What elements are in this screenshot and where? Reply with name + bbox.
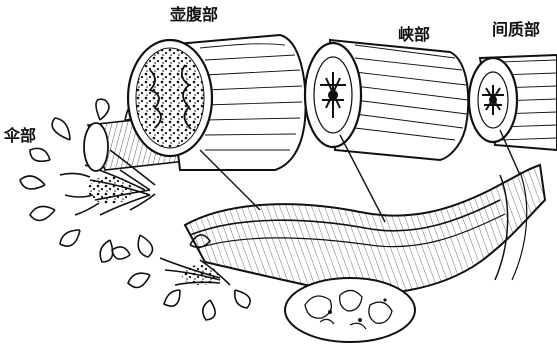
isthmus-section (305, 40, 468, 160)
label-interstitial: 间质部 (492, 22, 540, 38)
ampulla-section (128, 35, 306, 170)
interstitial-section (469, 55, 557, 150)
label-infundibulum: 伞部 (4, 128, 36, 144)
label-isthmus: 峡部 (398, 27, 430, 43)
ovary-nodule (285, 278, 415, 342)
label-ampulla: 壶腹部 (170, 7, 218, 23)
